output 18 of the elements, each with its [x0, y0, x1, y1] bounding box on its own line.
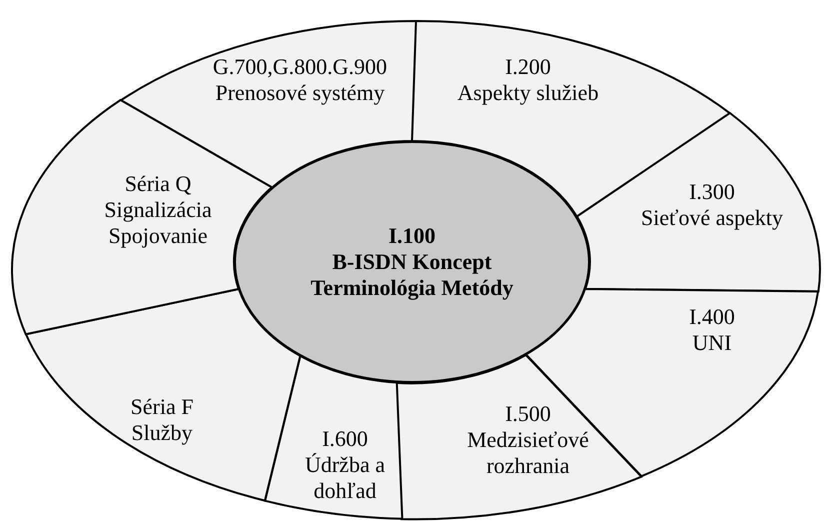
- sector-label: Služby: [130, 420, 194, 446]
- sector-label: Prenosové systémy: [214, 80, 386, 106]
- sector-label: Medzisieťové rozhrania: [466, 426, 590, 479]
- sector-label: UNI: [691, 330, 733, 356]
- sector-label: B-ISDN Koncept Terminológia Metódy: [310, 249, 514, 301]
- standard-code: I.100: [387, 223, 437, 249]
- standard-code: I.300: [688, 178, 736, 205]
- standard-code: I.500: [504, 400, 552, 427]
- sector-label: Signalizácia Spojovanie: [103, 196, 213, 249]
- standard-code: I.600: [321, 426, 369, 452]
- standard-code: Séria F: [130, 394, 194, 420]
- standard-code: I.400: [688, 304, 736, 330]
- standard-code: G.700,G.800.G.900: [212, 54, 388, 80]
- sector-label: Údržba a dohľad: [304, 452, 386, 504]
- sector-label: Sieťové aspekty: [640, 204, 784, 231]
- sector-label: Aspekty služieb: [456, 80, 600, 106]
- standard-code: Séria Q: [124, 170, 192, 197]
- standard-code: I.200: [504, 54, 552, 80]
